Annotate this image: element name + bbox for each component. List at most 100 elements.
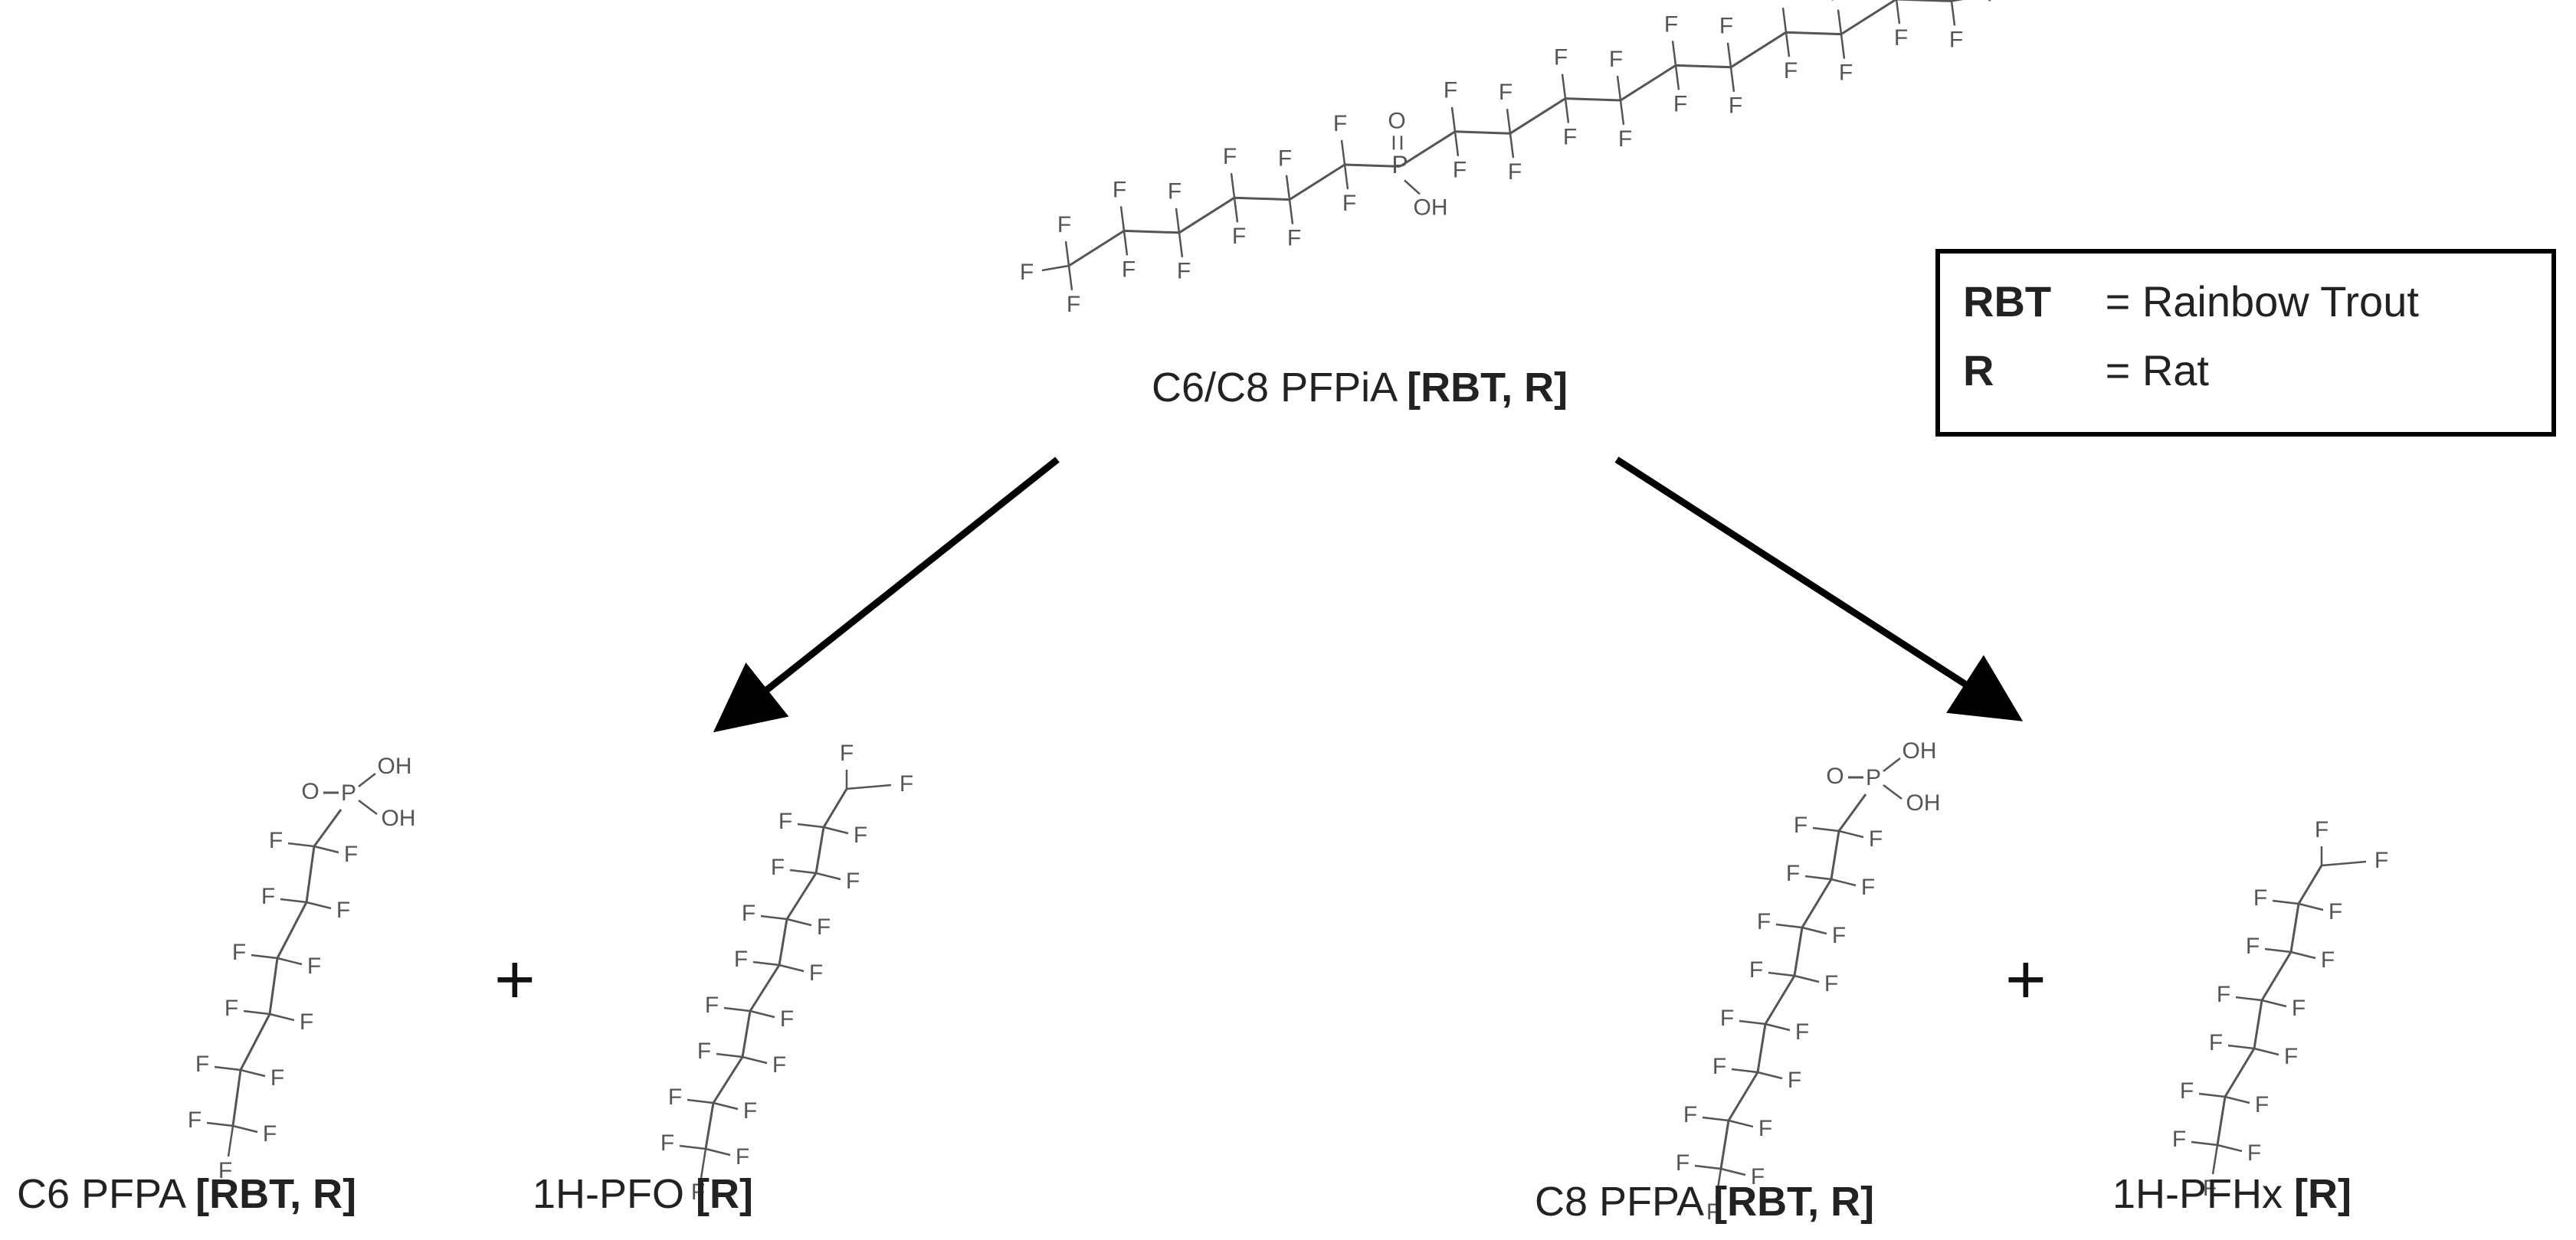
fluorine-atom: F — [734, 947, 748, 972]
bond — [823, 826, 849, 835]
bond — [1450, 106, 1457, 132]
bond — [2260, 951, 2293, 1001]
fluorine-atom: F — [1949, 27, 1963, 52]
fluorine-atom: F — [772, 1052, 786, 1078]
bond — [778, 918, 788, 966]
bond — [1950, 1, 1956, 26]
fluorine-atom: F — [817, 914, 831, 940]
plus-sign-right: + — [2005, 941, 2047, 1019]
bond — [846, 784, 892, 790]
bond — [276, 901, 308, 959]
bond — [2198, 1092, 2226, 1098]
legend-value: = Rainbow Trout — [2105, 277, 2419, 326]
bond — [1837, 9, 1843, 34]
hydroxyl-group: OH — [382, 806, 416, 831]
fluorine-atom: F — [2329, 899, 2342, 924]
1h-pfhx-name: 1H-PFHx — [2112, 1171, 2283, 1217]
bond — [1234, 196, 1290, 201]
fluorine-atom: F — [232, 940, 246, 965]
fluorine-atom: F — [270, 1065, 284, 1091]
bond — [700, 1148, 707, 1179]
fluorine-atom: F — [697, 1039, 711, 1064]
fluorine-atom: F — [1287, 226, 1301, 251]
bond — [679, 1144, 706, 1150]
bond — [1620, 64, 1676, 102]
bond — [1775, 923, 1803, 929]
bond — [1768, 971, 1795, 977]
fluorine-atom: F — [660, 1130, 674, 1156]
bond — [749, 964, 781, 1012]
bond — [1454, 130, 1511, 135]
1h-pfhx-label: 1H-PFHx [R] — [2112, 1170, 2352, 1218]
fluorine-atom: F — [1795, 1019, 1809, 1045]
bond — [760, 914, 788, 921]
fluorine-atom: F — [771, 855, 785, 880]
fluorine-atom: F — [218, 1158, 232, 1183]
1h-pfo-name: 1H-PFO — [533, 1171, 685, 1217]
bond — [2191, 1140, 2218, 1147]
species-legend: RBT = Rainbow Trout R = Rat — [1935, 249, 2556, 437]
fluorine-atom: F — [2292, 996, 2306, 1021]
fluorine-atom: F — [2180, 1078, 2194, 1104]
fluorine-atom: F — [1223, 144, 1237, 169]
fluorine-atom: F — [1987, 0, 2001, 6]
bond — [1830, 878, 1857, 887]
fluorine-atom: F — [1113, 177, 1126, 202]
bond — [1340, 139, 1346, 165]
bond — [268, 957, 279, 1015]
arrow-to-right-products — [1614, 456, 2024, 721]
bond — [251, 954, 278, 960]
c6-pfpa-name: C6 PFPA — [17, 1171, 185, 1217]
bond — [1730, 31, 1787, 69]
fluorine-atom: F — [1664, 11, 1678, 37]
fluorine-atom: F — [742, 901, 755, 926]
bond — [358, 800, 378, 815]
bond — [749, 1009, 775, 1019]
bond — [231, 1069, 242, 1127]
fluorine-atom: F — [2209, 1030, 2223, 1055]
bond — [1726, 42, 1732, 67]
bond — [785, 872, 818, 920]
fluorine-atom: F — [1720, 1006, 1734, 1031]
fluorine-atom: F — [1832, 923, 1846, 948]
bond — [723, 1006, 751, 1013]
fluorine-atom: F — [1794, 813, 1807, 838]
bond — [687, 1098, 714, 1104]
fluorine-atom: F — [1830, 0, 1844, 6]
bond — [742, 1055, 768, 1065]
fluorine-atom: F — [1563, 125, 1577, 150]
bond — [1674, 65, 1680, 90]
fluorine-atom: F — [854, 823, 867, 848]
bond — [1731, 1068, 1758, 1074]
bond — [712, 1056, 744, 1104]
bond — [815, 872, 841, 881]
legend-item-rbt: RBT = Rainbow Trout — [1963, 276, 2419, 326]
bond — [227, 1125, 234, 1157]
bond — [277, 957, 303, 966]
bond — [716, 1052, 743, 1058]
fluorine-atom: F — [2217, 982, 2230, 1007]
phosphorus-atom: P — [1866, 765, 1881, 790]
fluorine-atom: F — [2203, 1176, 2217, 1201]
1h-pfo-species: [R] — [696, 1171, 754, 1217]
fluorine-atom: F — [188, 1107, 202, 1133]
bond — [1801, 878, 1833, 928]
bond — [206, 1121, 234, 1127]
fluorine-atom: F — [1757, 909, 1771, 934]
fluorine-atom: F — [778, 809, 792, 834]
fluorine-atom: F — [705, 993, 719, 1018]
bond — [280, 898, 307, 904]
precursor-structure: FFFFFFFFFFFFFFFFFFFFFFFFFFFFFFFFPOOHFF — [1020, 0, 2001, 317]
bond — [1719, 1120, 1730, 1170]
fluorine-atom: F — [1177, 259, 1191, 284]
bond — [1756, 1023, 1767, 1073]
fluorine-atom: F — [2321, 947, 2335, 973]
fluorine-atom: F — [1499, 80, 1512, 105]
bond — [1728, 1119, 1754, 1128]
bond — [1454, 131, 1460, 156]
bond — [1175, 208, 1181, 233]
bond — [2235, 996, 2263, 1002]
bond — [1064, 240, 1070, 267]
